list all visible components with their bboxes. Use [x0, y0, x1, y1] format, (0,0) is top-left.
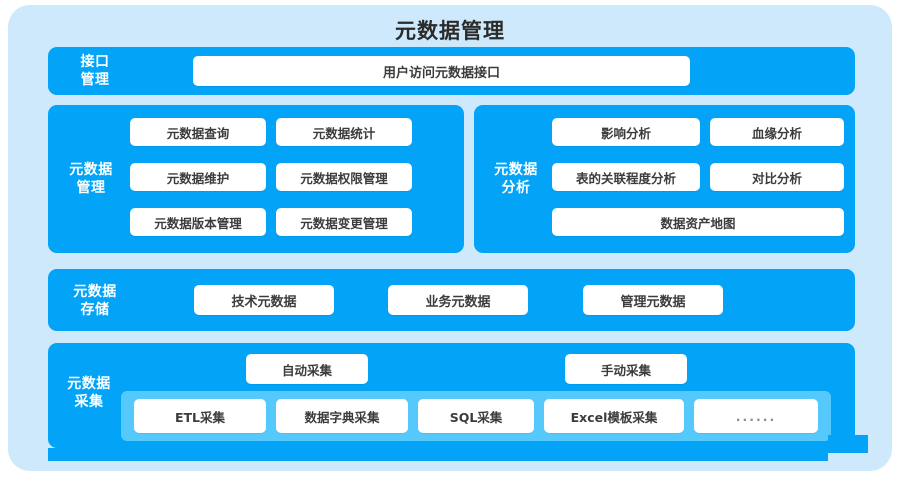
item-metadata-statistics[interactable]: 元数据统计	[276, 118, 412, 146]
section-label-line1: 元数据	[73, 284, 117, 300]
item-metadata-permission-mgmt[interactable]: 元数据权限管理	[276, 163, 412, 191]
page-title: 元数据管理	[395, 19, 505, 43]
item-manual-collection[interactable]: 手动采集	[565, 354, 687, 384]
item-management-metadata[interactable]: 管理元数据	[583, 285, 723, 315]
item-comparison-analysis[interactable]: 对比分析	[710, 163, 844, 191]
section-label-metadata-analysis: 元数据 分析	[482, 161, 550, 197]
item-metadata-maintenance[interactable]: 元数据维护	[130, 163, 266, 191]
section-interface-management: 接口 管理 用户访问元数据接口	[48, 47, 855, 95]
section-label-interface-management: 接口 管理	[60, 53, 130, 89]
item-technical-metadata[interactable]: 技术元数据	[194, 285, 334, 315]
watermark-bar	[48, 448, 828, 461]
item-impact-analysis[interactable]: 影响分析	[552, 118, 700, 146]
section-label-metadata-storage: 元数据 存储	[58, 283, 132, 319]
item-metadata-version-mgmt[interactable]: 元数据版本管理	[130, 208, 266, 236]
section-metadata-analysis: 元数据 分析 影响分析 血缘分析 表的关联程度分析 对比分析 数据资产地图	[474, 105, 855, 253]
item-business-metadata[interactable]: 业务元数据	[388, 285, 528, 315]
section-label-line2: 采集	[74, 394, 104, 410]
section-metadata-storage: 元数据 存储 技术元数据 业务元数据 管理元数据	[48, 269, 855, 331]
item-data-dictionary-collection[interactable]: 数据字典采集	[276, 399, 408, 433]
section-label-line2: 分析	[501, 180, 531, 196]
watermark-notch	[828, 435, 868, 453]
item-excel-template-collection[interactable]: Excel模板采集	[544, 399, 684, 433]
section-label-line1: 接口	[80, 54, 110, 70]
item-etl-collection[interactable]: ETL采集	[134, 399, 266, 433]
item-sql-collection[interactable]: SQL采集	[418, 399, 534, 433]
section-label-line2: 存储	[80, 302, 110, 318]
section-label-line1: 元数据	[67, 376, 111, 392]
outer-panel: 元数据管理 接口 管理 用户访问元数据接口 元数据 管理 元数据查询 元数据统计…	[8, 5, 892, 471]
item-lineage-analysis[interactable]: 血缘分析	[710, 118, 844, 146]
section-metadata-collection: 元数据 采集 自动采集 手动采集 ETL采集 数据字典采集 SQL采集 Exce…	[48, 343, 855, 448]
item-table-correlation-analysis[interactable]: 表的关联程度分析	[552, 163, 700, 191]
section-label-line1: 元数据	[494, 162, 538, 178]
section-label-line2: 管理	[76, 180, 106, 196]
section-label-line2: 管理	[80, 72, 110, 88]
item-metadata-change-mgmt[interactable]: 元数据变更管理	[276, 208, 412, 236]
item-metadata-query[interactable]: 元数据查询	[130, 118, 266, 146]
item-data-asset-map[interactable]: 数据资产地图	[552, 208, 844, 236]
section-label-metadata-collection: 元数据 采集	[54, 375, 124, 411]
item-user-access-metadata-api[interactable]: 用户访问元数据接口	[193, 56, 690, 86]
item-automatic-collection[interactable]: 自动采集	[246, 354, 368, 384]
item-more-collection-label: ......	[735, 408, 777, 424]
section-label-line1: 元数据	[69, 162, 113, 178]
collection-methods-panel: ETL采集 数据字典采集 SQL采集 Excel模板采集 ......	[121, 391, 831, 441]
section-metadata-management: 元数据 管理 元数据查询 元数据统计 元数据维护 元数据权限管理 元数据版本管理…	[48, 105, 464, 253]
section-label-metadata-management: 元数据 管理	[56, 161, 126, 197]
item-more-collection[interactable]: ......	[694, 399, 818, 433]
